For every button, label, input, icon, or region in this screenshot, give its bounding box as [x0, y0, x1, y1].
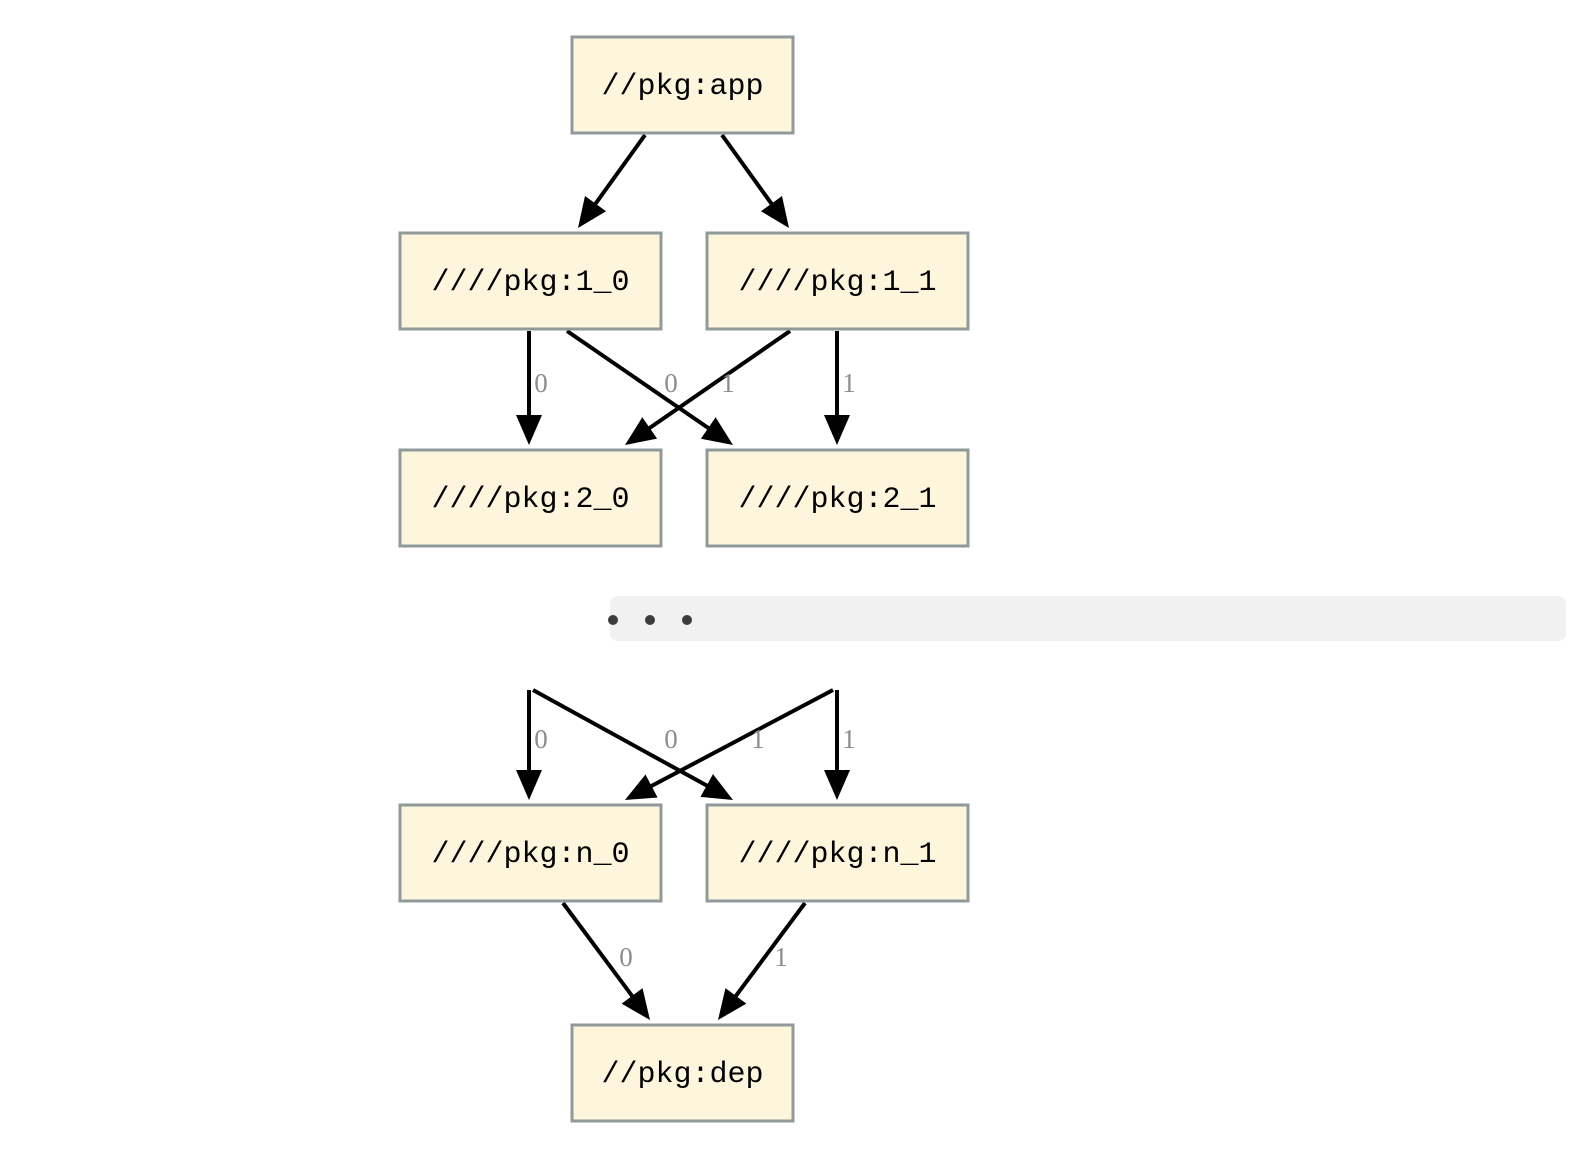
graph-edge	[578, 133, 647, 228]
edges-group: 0 0 1 1 0 0 1 1 0 1	[516, 133, 856, 1020]
graph-edge: 1	[824, 331, 856, 445]
ellipsis-band-group	[608, 596, 1566, 641]
edge-arrowhead-icon	[824, 770, 850, 800]
node-label: //pkg:dep	[601, 1058, 763, 1092]
node-label: ////pkg:n_1	[738, 838, 936, 872]
graph-node-n2_0[interactable]: ////pkg:2_0	[398, 448, 663, 548]
node-box[interactable]	[570, 1023, 795, 1123]
edge-arrowhead-icon	[516, 770, 542, 800]
edge-arrowhead-icon	[516, 415, 542, 445]
edge-arrowhead-icon	[621, 988, 650, 1020]
edge-line	[645, 688, 834, 791]
graph-node-n2_1[interactable]: ////pkg:2_1	[705, 448, 970, 548]
graph-edge: 1	[718, 901, 807, 1020]
graph-edge: 1	[824, 690, 856, 800]
graph-edge: 0	[516, 690, 548, 800]
node-box[interactable]	[398, 803, 663, 903]
node-label: //pkg:app	[601, 70, 763, 104]
edge-label: 0	[664, 368, 678, 398]
edge-line	[730, 901, 807, 1002]
edge-arrowhead-icon	[760, 196, 789, 228]
node-label: ////pkg:2_1	[738, 483, 936, 517]
graph-node-nn_1[interactable]: ////pkg:n_1	[705, 803, 970, 903]
graph-node-n1_1[interactable]: ////pkg:1_1	[705, 231, 970, 331]
ellipsis-band	[610, 596, 1566, 641]
edge-line	[720, 133, 777, 210]
edge-arrowhead-icon	[718, 988, 747, 1020]
graph-edge: 1	[625, 329, 792, 445]
node-label: ////pkg:n_0	[431, 838, 629, 872]
graph-node-dep[interactable]: //pkg:dep	[570, 1023, 795, 1123]
node-box[interactable]	[398, 231, 663, 331]
edge-line	[565, 329, 715, 434]
edge-arrowhead-icon	[578, 196, 607, 228]
edge-label: 0	[664, 724, 678, 754]
graph-edge: 0	[516, 331, 548, 445]
graph-edge	[720, 133, 789, 228]
graph-edge: 1	[625, 688, 834, 800]
node-label: ////pkg:2_0	[431, 483, 629, 517]
edge-line	[643, 329, 792, 434]
graph-node-app[interactable]: //pkg:app	[570, 35, 795, 135]
edge-label: 1	[751, 724, 765, 754]
ellipsis-dot	[682, 615, 692, 625]
edge-label: 0	[534, 724, 548, 754]
graph-node-nn_0[interactable]: ////pkg:n_0	[398, 803, 663, 903]
edge-label: 1	[842, 724, 856, 754]
edge-arrowhead-icon	[625, 417, 658, 445]
node-box[interactable]	[705, 803, 970, 903]
ellipsis-dot	[608, 615, 618, 625]
graph-edge: 0	[565, 329, 733, 445]
nodes-group: //pkg:app ////pkg:1_0 ////pkg:1_1 ////pkg:2…	[398, 35, 970, 1123]
edge-line	[590, 133, 647, 210]
node-box[interactable]	[705, 448, 970, 548]
edge-label: 0	[619, 942, 633, 972]
node-box[interactable]	[570, 35, 795, 135]
edge-label: 1	[721, 368, 735, 398]
node-box[interactable]	[705, 231, 970, 331]
edge-label: 0	[534, 368, 548, 398]
edge-arrowhead-icon	[625, 774, 658, 800]
edge-line	[532, 688, 713, 791]
graph-edge: 0	[561, 901, 650, 1020]
edge-label: 1	[842, 368, 856, 398]
edge-arrowhead-icon	[700, 417, 733, 445]
graph-edge: 0	[532, 688, 733, 800]
edge-label: 1	[774, 942, 788, 972]
node-label: ////pkg:1_0	[431, 266, 629, 300]
ellipsis-dot	[645, 615, 655, 625]
node-box[interactable]	[398, 448, 663, 548]
edge-arrowhead-icon	[700, 774, 733, 800]
graph-node-n1_0[interactable]: ////pkg:1_0	[398, 231, 663, 331]
edge-line	[561, 901, 638, 1002]
node-label: ////pkg:1_1	[738, 266, 936, 300]
edge-arrowhead-icon	[824, 415, 850, 445]
